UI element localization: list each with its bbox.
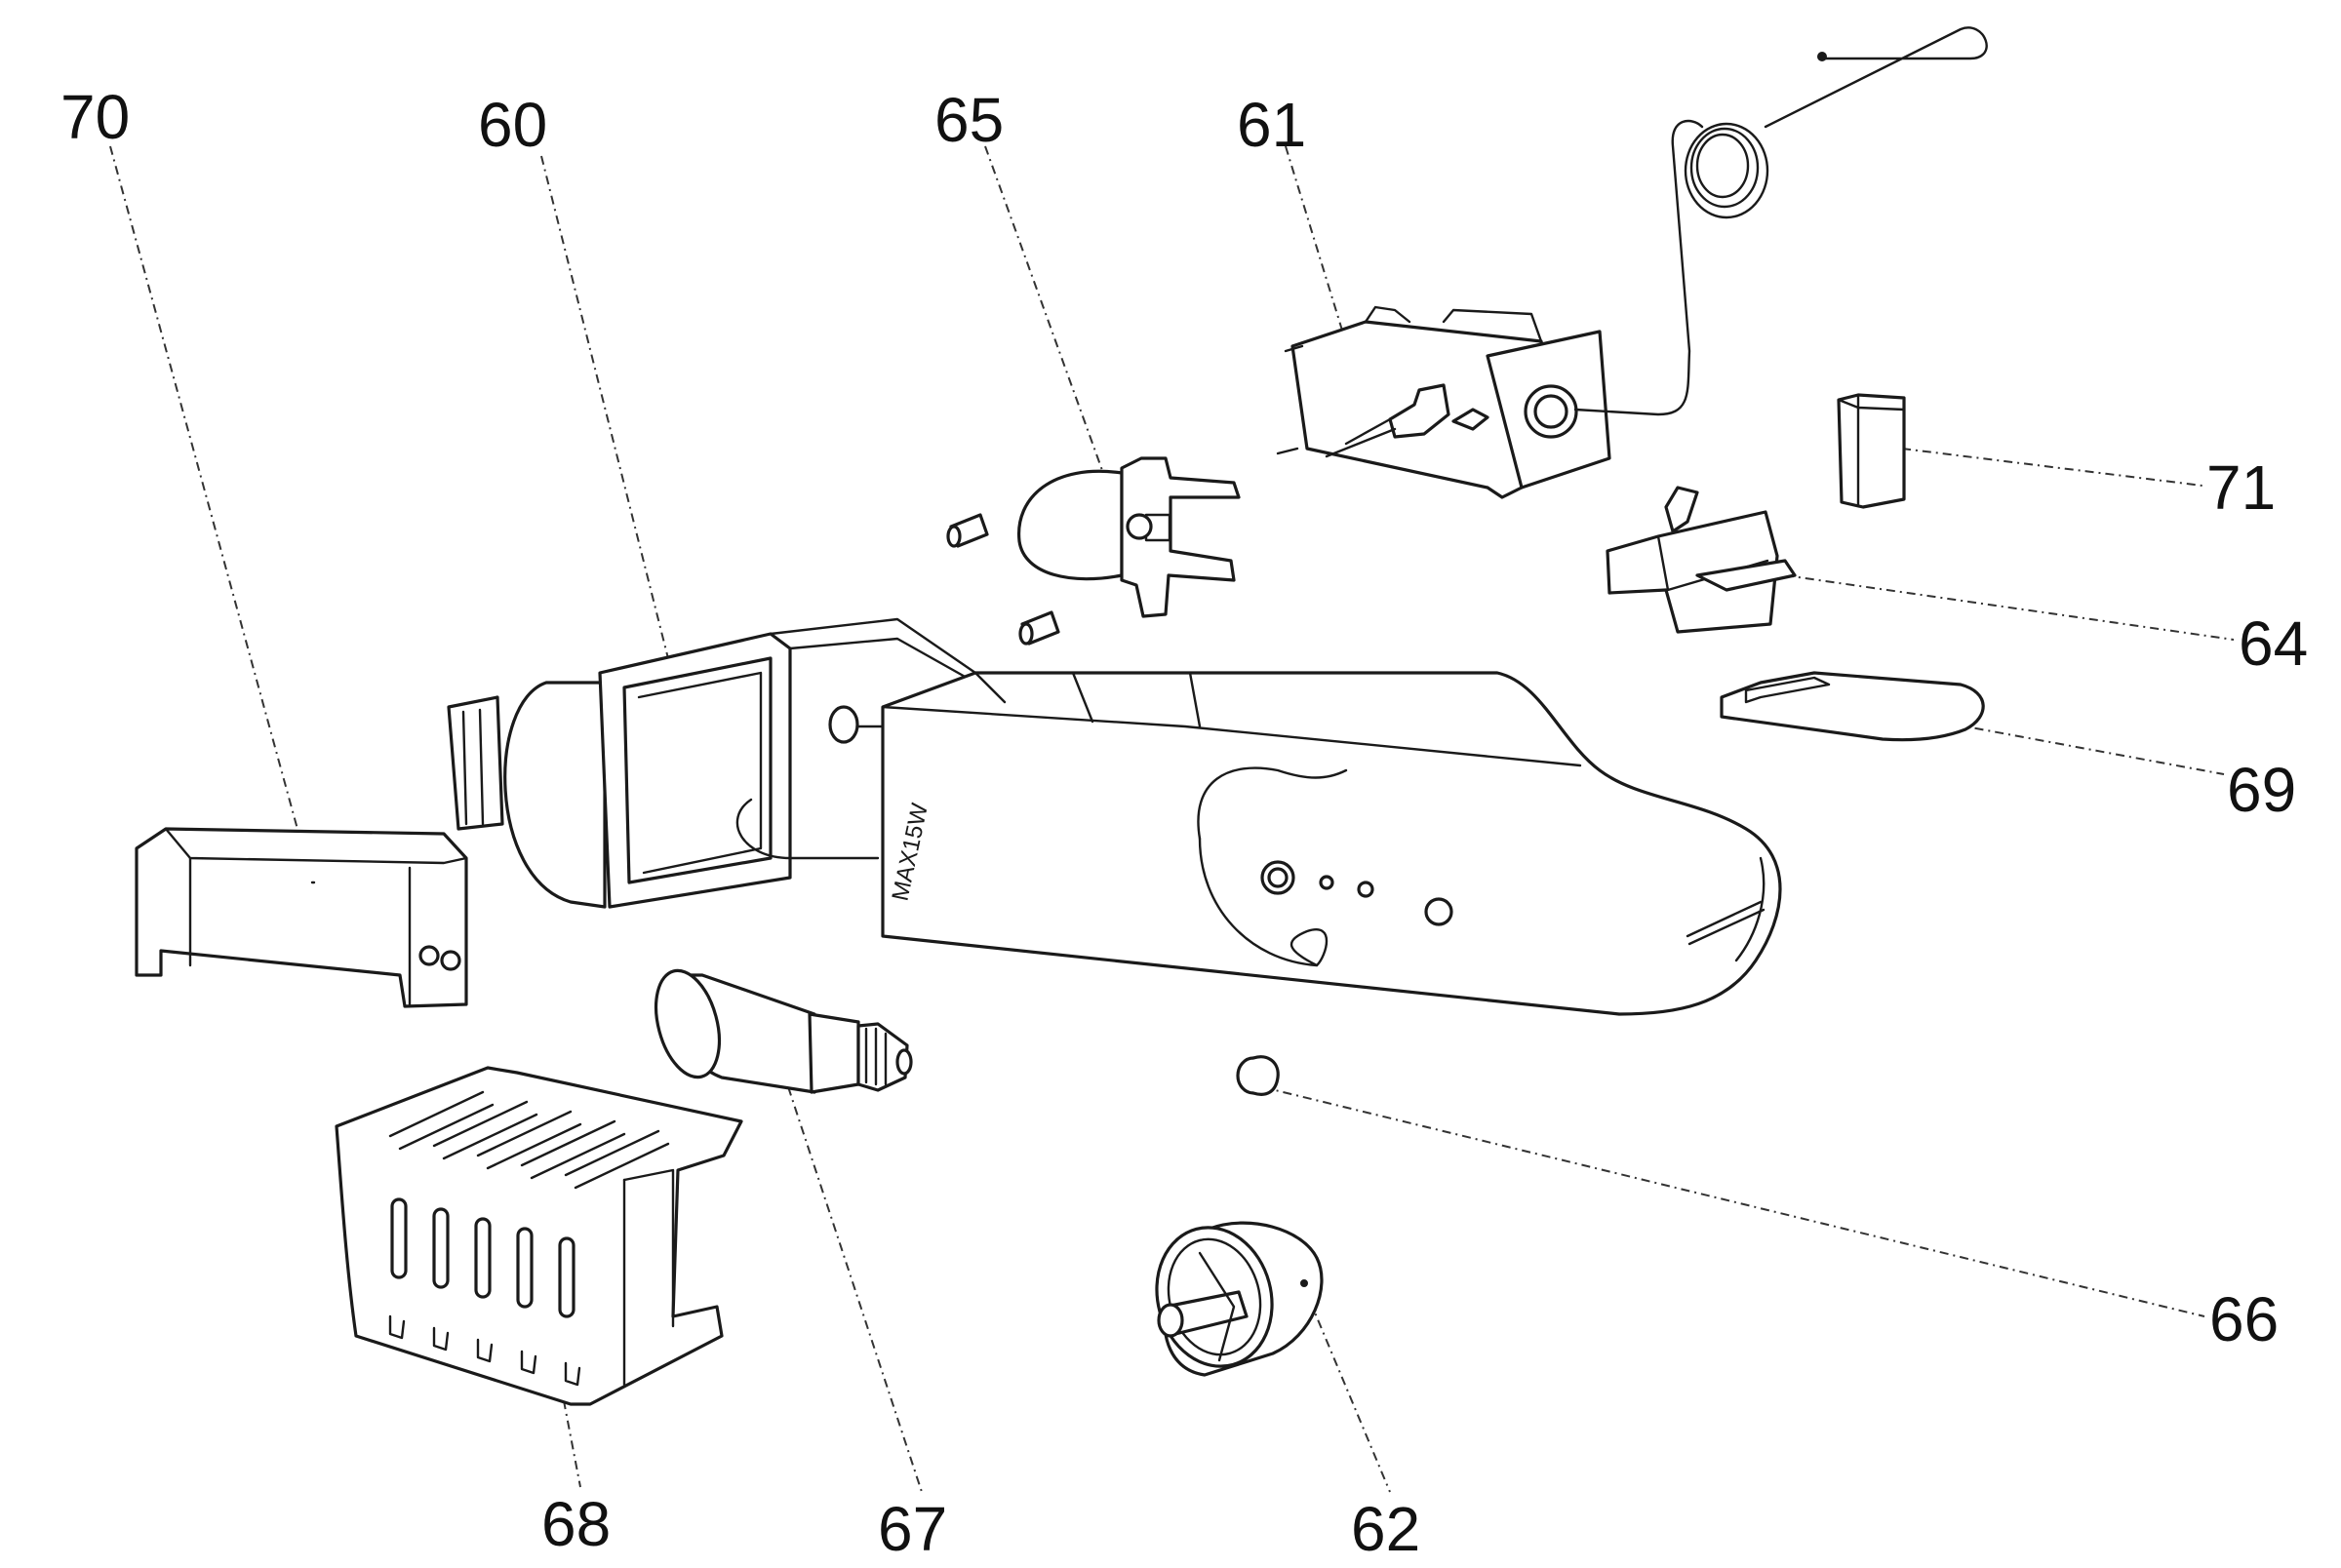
- leader-line-62: [1301, 1281, 1391, 1493]
- part-68-grille: [335, 1066, 743, 1406]
- callout-71: 71: [2206, 452, 2276, 523]
- part-71-block: [1837, 393, 1906, 509]
- callout-70: 70: [60, 82, 130, 152]
- callout-61: 61: [1237, 90, 1306, 160]
- leader-line-64: [1784, 574, 2235, 641]
- part-66-knob: [1236, 1055, 1280, 1096]
- part-70-bracket: [135, 827, 468, 1008]
- leader-line-66: [1262, 1086, 2205, 1317]
- callout-labels: 70 60 65 61 71 64 69 66 62 67 68: [60, 82, 2308, 1564]
- leader-line-71: [1901, 448, 2203, 487]
- callout-68: 68: [541, 1489, 611, 1559]
- callout-66: 66: [2209, 1284, 2279, 1354]
- callout-65: 65: [934, 85, 1004, 155]
- callout-64: 64: [2239, 608, 2308, 679]
- part-64-switch: [1606, 486, 1797, 634]
- leader-line-65: [984, 145, 1113, 498]
- part-61-thermostat: [1276, 26, 1988, 499]
- leader-line-61: [1285, 145, 1352, 360]
- leader-line-60: [540, 155, 679, 698]
- leader-line-70: [109, 145, 313, 883]
- callout-60: 60: [478, 90, 547, 160]
- part-62-control-knob: [1155, 1221, 1324, 1377]
- callout-69: 69: [2227, 755, 2296, 825]
- callout-62: 62: [1351, 1494, 1420, 1564]
- part-69-plate: [1720, 671, 1985, 742]
- part-67-lamp-bulb: [654, 968, 913, 1094]
- leader-lines: [109, 145, 2235, 1493]
- part-60-housing: MAX15W: [447, 617, 1782, 1016]
- callout-67: 67: [878, 1494, 947, 1564]
- leader-line-67: [774, 1047, 923, 1493]
- part-65-lamp-holder: [946, 456, 1241, 646]
